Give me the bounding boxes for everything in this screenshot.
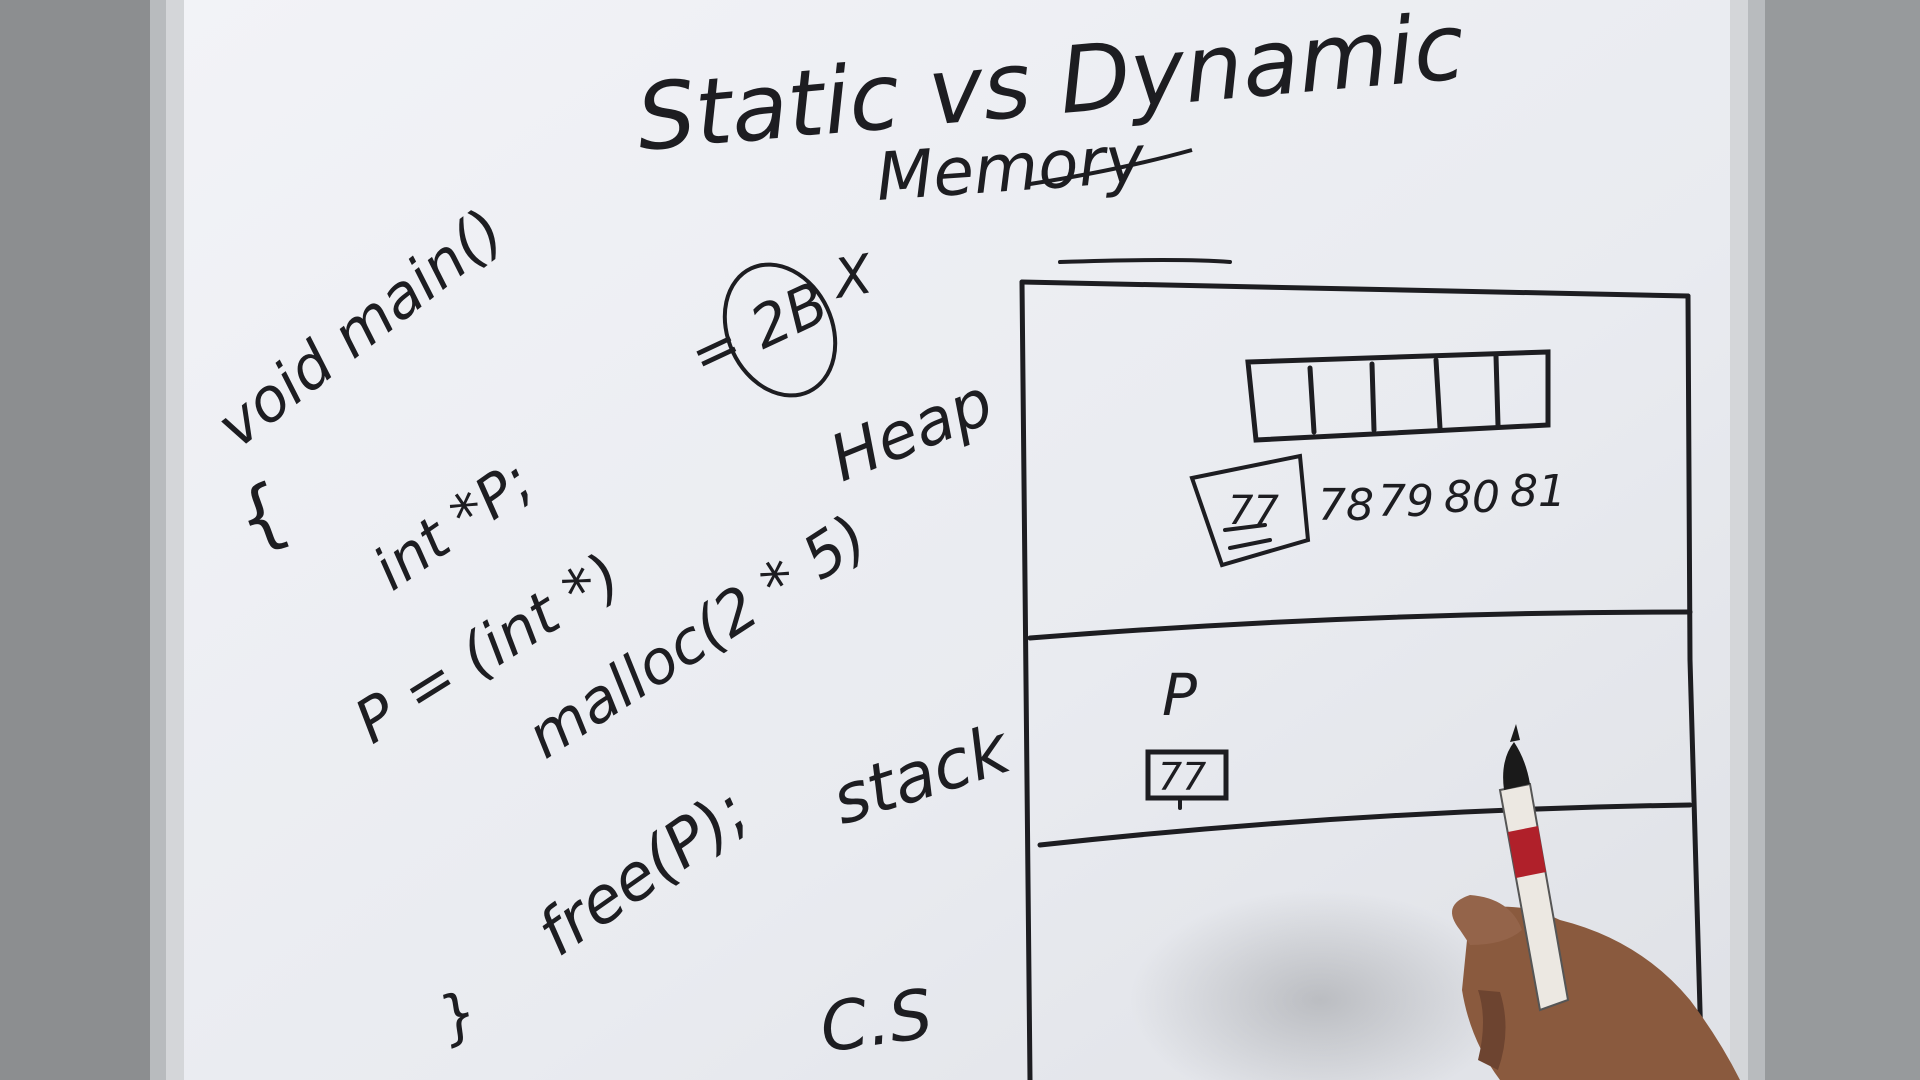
heap-stack-divider <box>1027 609 1693 641</box>
heap-addresses: 77 78 79 80 81 <box>1228 466 1566 534</box>
marker-cap <box>1503 742 1530 790</box>
code-segment-label: C.S <box>815 975 937 1069</box>
heap-address: 80 <box>1444 472 1500 523</box>
first-address-underline <box>1223 523 1272 550</box>
heap-address: 77 <box>1228 488 1279 534</box>
marker-tip <box>1510 724 1520 742</box>
heap-cell-divider <box>1307 365 1317 435</box>
diagram-top-stroke <box>1058 258 1232 264</box>
board-frame-edge-left <box>166 0 184 1080</box>
heap-address: 79 <box>1378 476 1434 527</box>
stack-variable: P 77 <box>1158 661 1206 799</box>
circled-size-note <box>722 262 838 398</box>
stack-pointer-name: P <box>1162 661 1197 729</box>
heap-address: 78 <box>1318 480 1374 531</box>
diagram-left-border <box>1019 279 1033 1080</box>
first-address-box <box>1189 453 1311 568</box>
heap-block-outline <box>1245 349 1551 443</box>
board-frame-edge-right <box>1730 0 1748 1080</box>
title-line-2: Memory <box>874 120 1148 216</box>
memory-diagram <box>1019 258 1705 1080</box>
wall-right <box>1765 0 1920 1080</box>
heap-allocated-block <box>1245 349 1551 443</box>
hand-shadow <box>1130 890 1510 1080</box>
heap-address: 81 <box>1510 466 1566 517</box>
diagram-top-border <box>1019 279 1691 299</box>
heap-cell-divider <box>1369 361 1377 433</box>
title-underline-stroke <box>1029 148 1193 186</box>
diagram-right-border <box>1685 293 1705 1080</box>
heap-cell-divider <box>1493 353 1501 428</box>
stack-pointer-value: 77 <box>1158 755 1206 799</box>
marker-band <box>1508 826 1546 878</box>
stack-pointer-box <box>1145 749 1229 801</box>
stack-cs-divider <box>1037 802 1693 848</box>
heap-cell-divider <box>1433 357 1443 431</box>
hand-with-marker <box>1452 724 1740 1080</box>
